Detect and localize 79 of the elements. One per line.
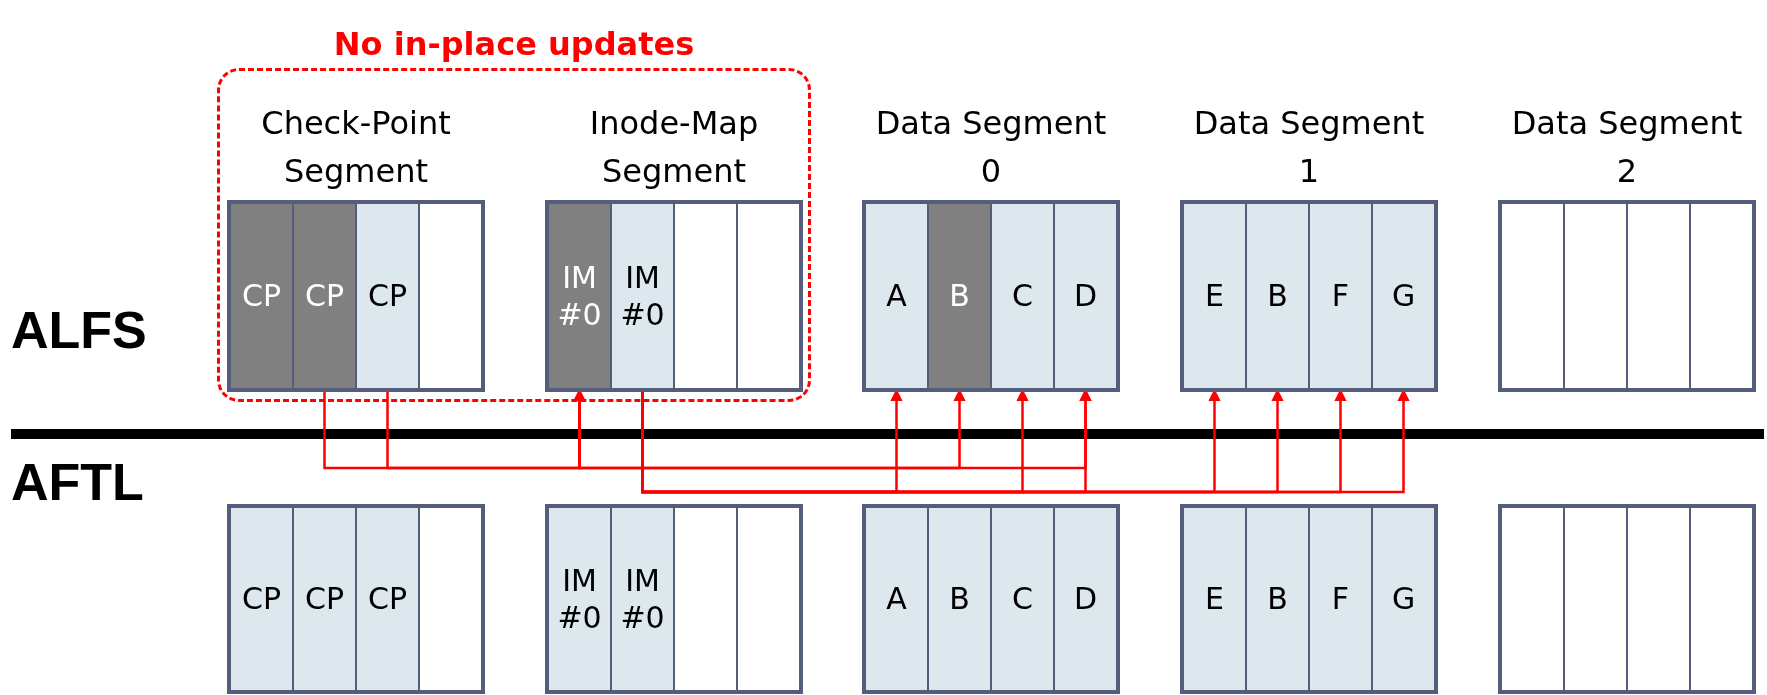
- block-label: F: [1330, 580, 1351, 618]
- log-block: [356, 203, 419, 389]
- empty-block: [737, 203, 800, 389]
- segment-heading: Data Segment 2: [1510, 103, 1744, 192]
- block-label: IM #0: [556, 561, 603, 637]
- log-block: [1309, 507, 1372, 691]
- segment-box: [227, 504, 485, 694]
- block-label: G: [1390, 277, 1417, 315]
- log-block: [548, 507, 611, 691]
- segment-box: [1180, 504, 1438, 694]
- block-label: B: [1266, 277, 1289, 315]
- segment-box: [1498, 504, 1756, 694]
- segment-box: [862, 504, 1120, 694]
- segment-heading: Data Segment 0: [874, 103, 1108, 192]
- block-label: C: [1011, 277, 1034, 315]
- log-block: [1372, 203, 1435, 389]
- segment-heading: Inode-Map Segment: [588, 103, 760, 192]
- log-block: [611, 203, 674, 389]
- empty-block: [419, 203, 482, 389]
- block-label: A: [885, 277, 908, 315]
- log-block: [865, 203, 928, 389]
- row-label: AFTL: [11, 452, 144, 512]
- block-label: D: [1072, 580, 1099, 618]
- block-label: E: [1204, 580, 1225, 618]
- log-block: [991, 203, 1054, 389]
- log-block: [928, 507, 991, 691]
- segment-heading: Check-Point Segment: [260, 103, 452, 192]
- block-label: CP: [240, 580, 282, 618]
- block-label: IM #0: [619, 561, 666, 637]
- log-block: [293, 507, 356, 691]
- empty-block: [419, 507, 482, 691]
- empty-block: [1627, 203, 1690, 389]
- log-block: [611, 507, 674, 691]
- log-block: [1183, 203, 1246, 389]
- block-label: A: [885, 580, 908, 618]
- block-label: CP: [366, 277, 408, 315]
- block-label: CP: [240, 277, 282, 315]
- empty-block: [1627, 507, 1690, 691]
- region-heading: No in-place updates: [332, 25, 696, 63]
- empty-block: [674, 203, 737, 389]
- log-block: [1054, 203, 1117, 389]
- log-block: [1183, 507, 1246, 691]
- segment-heading: Data Segment 1: [1192, 103, 1426, 192]
- block-label: IM #0: [556, 258, 603, 334]
- log-block: [293, 203, 356, 389]
- empty-block: [674, 507, 737, 691]
- block-label: IM #0: [619, 258, 666, 334]
- empty-block: [1564, 507, 1627, 691]
- log-block: [991, 507, 1054, 691]
- block-label: CP: [366, 580, 408, 618]
- log-block: [865, 507, 928, 691]
- row-label: ALFS: [11, 300, 147, 360]
- log-block: [1246, 203, 1309, 389]
- log-block: [356, 507, 419, 691]
- segment-box: [545, 504, 803, 694]
- block-label: CP: [303, 277, 345, 315]
- block-label: B: [948, 277, 971, 315]
- block-label: B: [948, 580, 971, 618]
- log-block: [230, 507, 293, 691]
- log-block: [1372, 507, 1435, 691]
- block-label: D: [1072, 277, 1099, 315]
- log-block: [928, 203, 991, 389]
- empty-block: [1501, 203, 1564, 389]
- empty-block: [1690, 507, 1753, 691]
- empty-block: [737, 507, 800, 691]
- block-label: G: [1390, 580, 1417, 618]
- block-label: E: [1204, 277, 1225, 315]
- log-block: [230, 203, 293, 389]
- block-label: C: [1011, 580, 1034, 618]
- empty-block: [1564, 203, 1627, 389]
- empty-block: [1690, 203, 1753, 389]
- block-label: B: [1266, 580, 1289, 618]
- log-block: [1309, 203, 1372, 389]
- empty-block: [1501, 507, 1564, 691]
- block-label: F: [1330, 277, 1351, 315]
- log-block: [548, 203, 611, 389]
- log-block: [1246, 507, 1309, 691]
- log-block: [1054, 507, 1117, 691]
- block-label: CP: [303, 580, 345, 618]
